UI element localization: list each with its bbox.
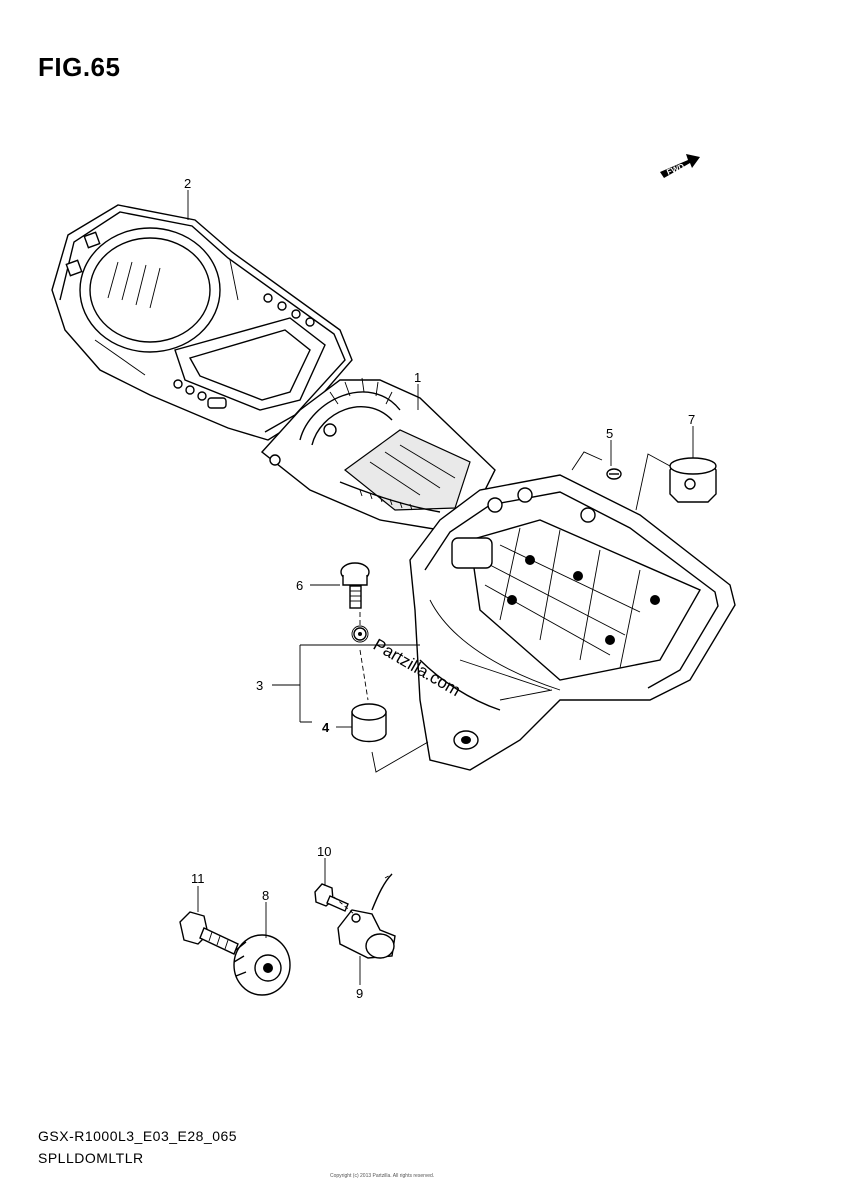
- grommet-part-4: [351, 703, 387, 743]
- callout-4: 4: [322, 720, 330, 735]
- callout-11: 11: [191, 871, 205, 886]
- fwd-arrow-icon: FWD: [660, 154, 700, 178]
- screw-part-5: [606, 468, 622, 480]
- bolt-part-10: [314, 883, 349, 912]
- callout-3: 3: [256, 678, 263, 693]
- leader-lines: [187, 190, 694, 985]
- bolt-part-6: [340, 562, 370, 609]
- callout-5: 5: [606, 426, 613, 441]
- callout-6: 6: [296, 578, 303, 593]
- figure-title: FIG.65: [38, 52, 121, 82]
- sensor-rotor-part-8: [233, 934, 291, 996]
- cushion-part-7: [669, 457, 717, 503]
- callout-10: 10: [317, 844, 331, 859]
- callout-1: 1: [414, 370, 421, 385]
- section-name: SPLLDOMLTLR: [38, 1150, 144, 1166]
- fwd-label: FWD: [665, 162, 685, 177]
- callout-8: 8: [262, 888, 269, 903]
- callout-7: 7: [688, 412, 695, 427]
- callout-2: 2: [184, 176, 191, 191]
- meter-case-part: [409, 474, 736, 771]
- model-code: GSX-R1000L3_E03_E28_065: [38, 1128, 238, 1144]
- washer-part: [353, 627, 367, 641]
- copyright-note: Copyright (c) 2013 Partzilla. All rights…: [330, 1173, 435, 1179]
- meter-assembly-part: [260, 377, 496, 531]
- callout-9: 9: [356, 986, 363, 1001]
- bolt-part-11: [179, 911, 239, 955]
- speed-sensor-part-9: [337, 873, 396, 959]
- meter-cover-part: [51, 204, 353, 441]
